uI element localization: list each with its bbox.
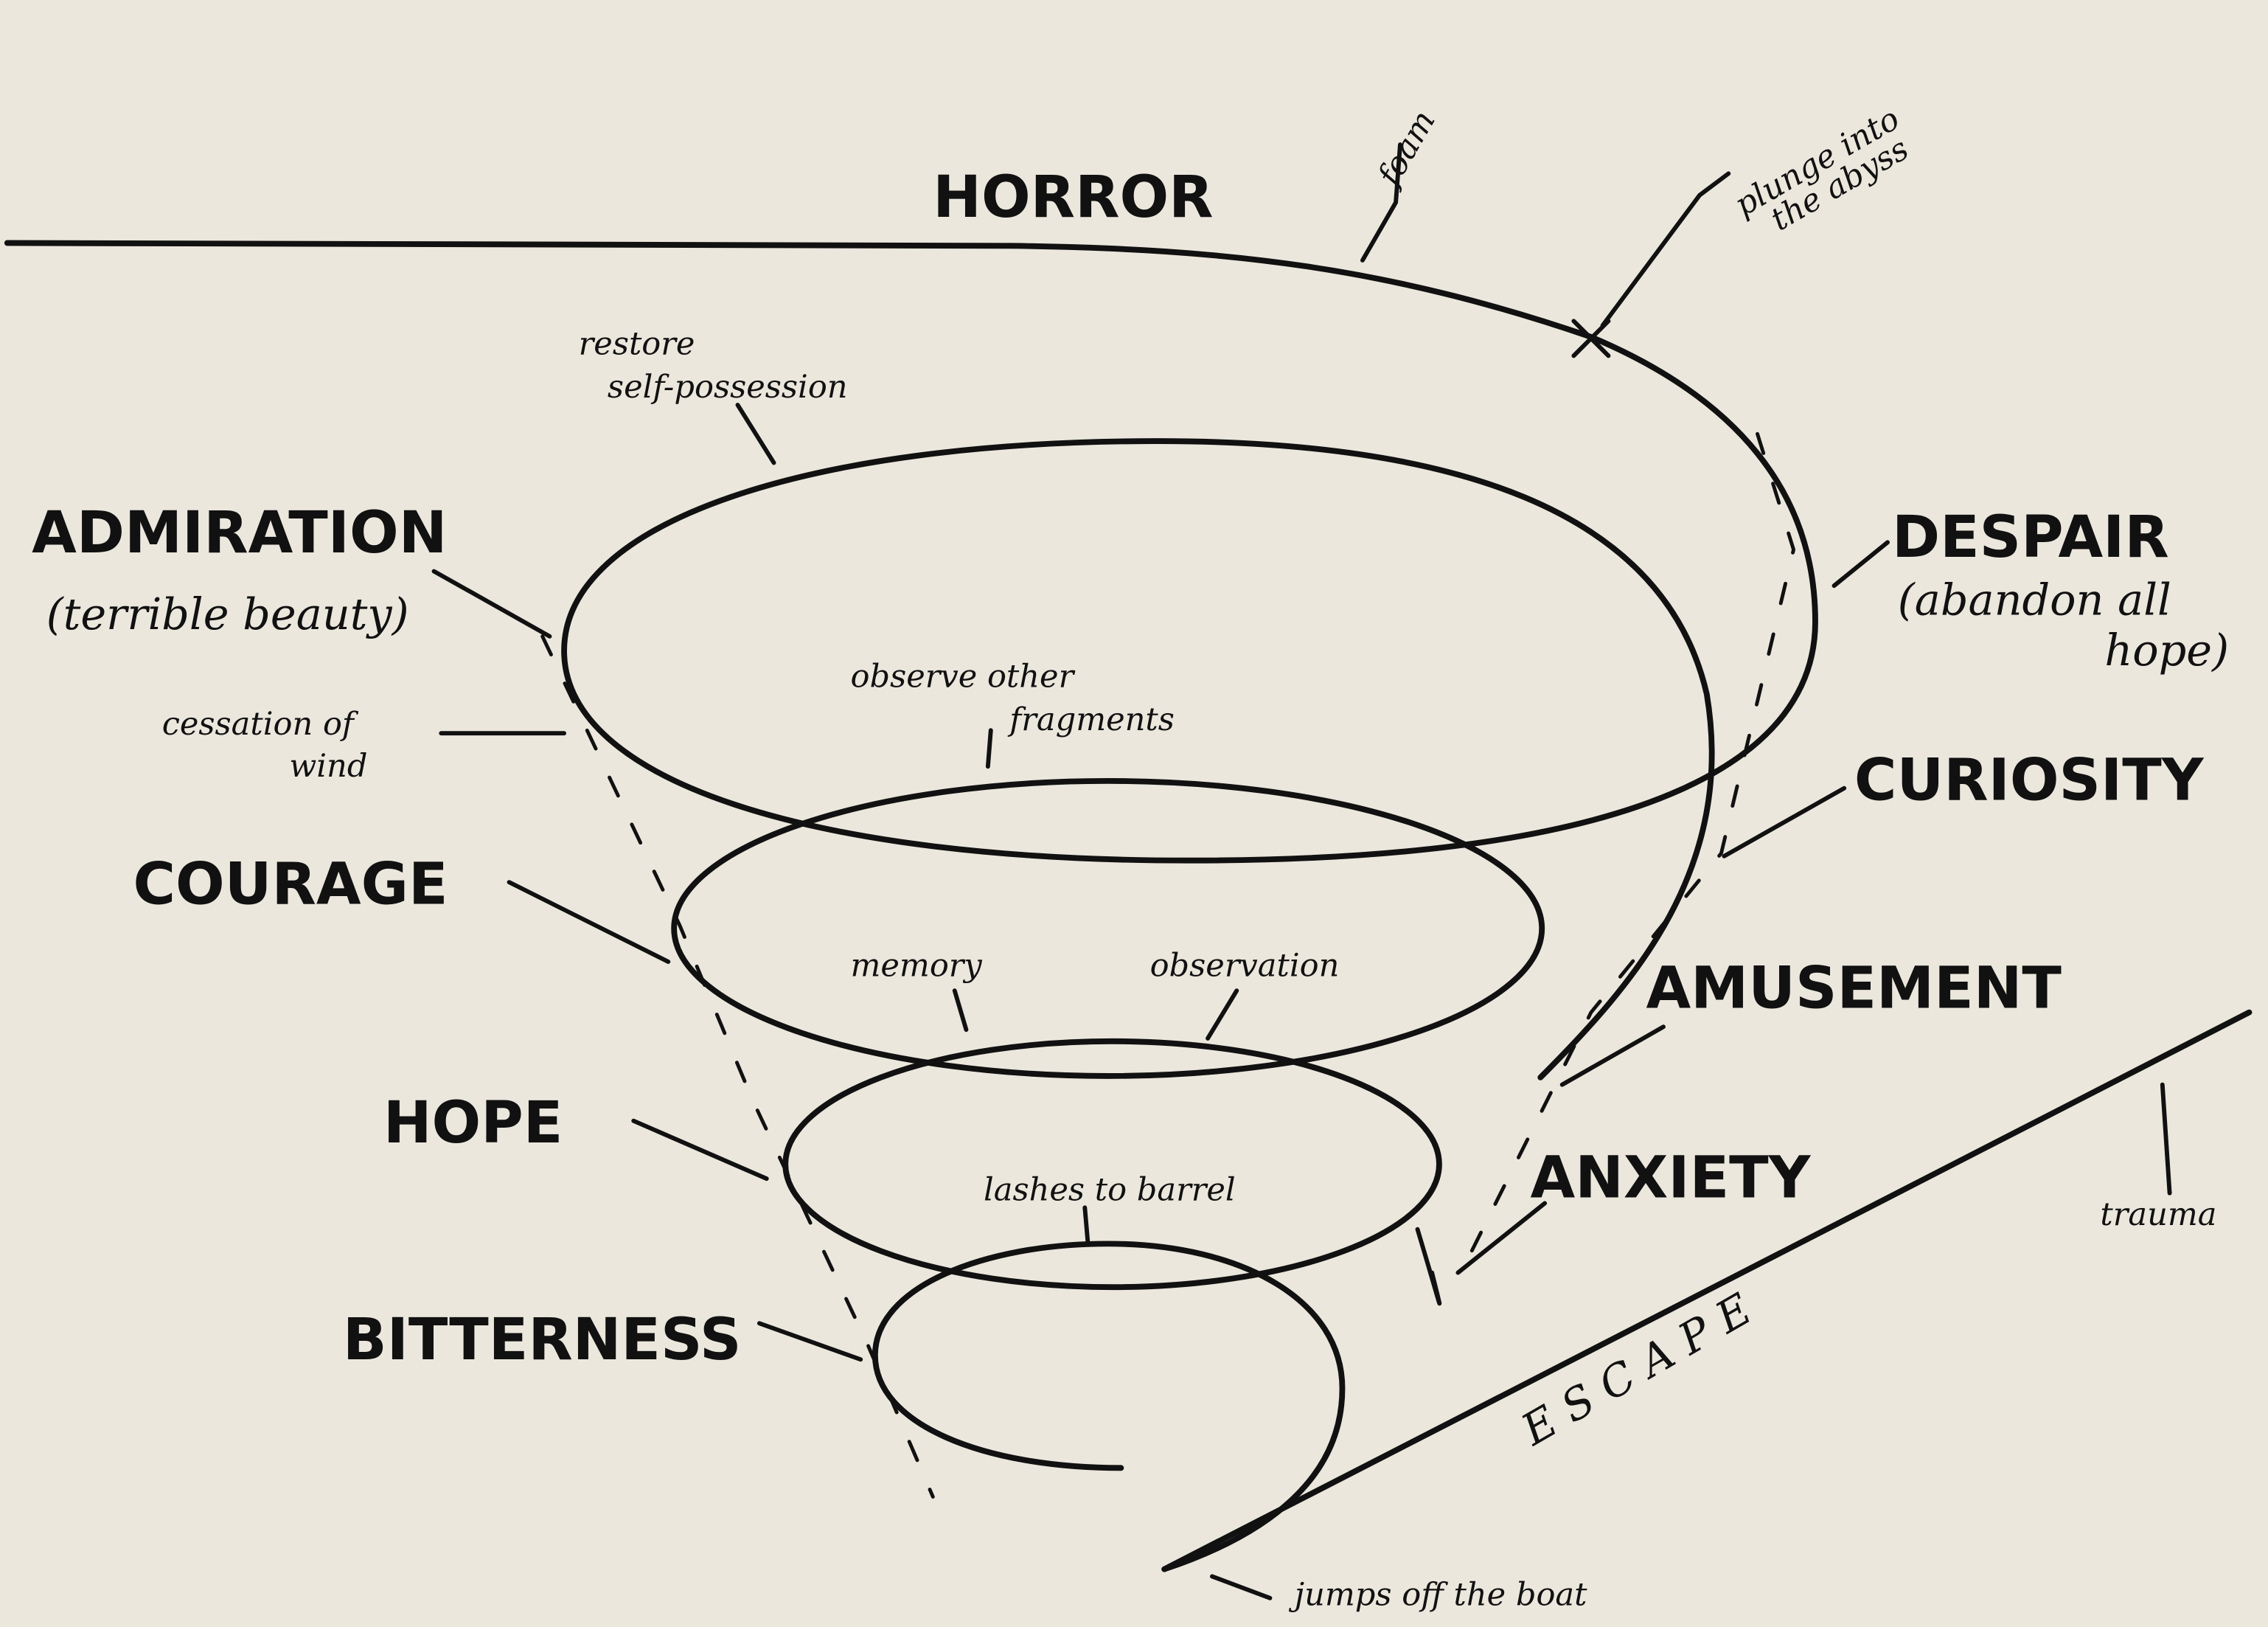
despair-note-1: (abandon all	[1898, 574, 2171, 625]
horror-label: HORROR	[933, 163, 1213, 231]
whirlpool-ring-2	[671, 777, 1545, 1079]
curiosity-label: CURIOSITY	[1854, 746, 2205, 814]
despair-note-2: hope)	[2104, 625, 2229, 676]
trauma-note: trauma	[2100, 1196, 2216, 1233]
cessation-note-2: wind	[289, 748, 367, 785]
sea-surface-line	[4, 240, 1818, 1080]
restore-note-1: restore	[579, 325, 695, 362]
observation-note: observation	[1150, 948, 1340, 985]
admiration-label: ADMIRATION	[32, 499, 447, 566]
leader-lines	[431, 142, 2172, 1600]
whirlpool-ring-4	[872, 1241, 1346, 1572]
lashes-note: lashes to barrel	[984, 1172, 1236, 1209]
jumps-note: jumps off the boat	[1289, 1577, 1587, 1614]
bitterness-label: BITTERNESS	[343, 1305, 742, 1373]
observe-note-2: fragments	[1007, 701, 1175, 738]
observe-note-1: observe other	[851, 658, 1076, 695]
cessation-note-1: cessation of	[162, 706, 359, 743]
dashed-guide-left	[540, 634, 935, 1499]
dashed-guide-right	[1458, 431, 1796, 1275]
courage-label: COURAGE	[133, 850, 448, 918]
despair-label: DESPAIR	[1892, 503, 2169, 571]
restore-note-2: self-possession	[608, 369, 848, 406]
admiration-note: (terrible beauty)	[46, 589, 409, 639]
hope-label: HOPE	[383, 1089, 563, 1156]
descent-path	[1415, 1227, 1442, 1305]
whirlpool-ring-3	[782, 1038, 1442, 1291]
anxiety-label: ANXIETY	[1531, 1144, 1812, 1212]
amusement-label: AMUSEMENT	[1646, 954, 2062, 1022]
escape-line	[1161, 1009, 2253, 1572]
memory-note: memory	[851, 948, 983, 985]
